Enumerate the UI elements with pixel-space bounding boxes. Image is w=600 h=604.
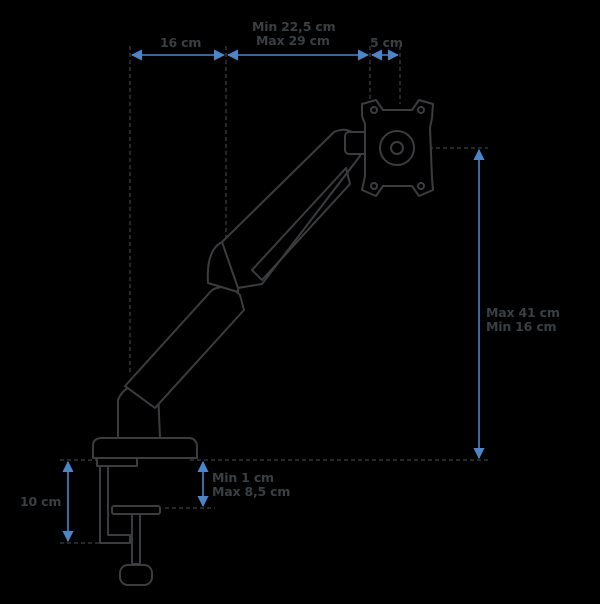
height-min-label: Min 16 cm — [486, 319, 557, 334]
desk-thickness-min-label: Min 1 cm — [212, 470, 274, 485]
lower-arm — [124, 285, 245, 409]
dimension-arrows — [62, 49, 485, 543]
reach-min-label: Min 22,5 cm — [252, 19, 336, 34]
height-max-label: Max 41 cm — [486, 305, 560, 320]
clamp-depth-label: 10 cm — [20, 494, 62, 509]
clamp-plate — [96, 457, 138, 467]
desk-thickness-max-label: Max 8,5 cm — [212, 484, 291, 499]
clamp-base — [92, 437, 198, 459]
clamp-screw — [131, 513, 141, 565]
monitor-arm — [92, 99, 434, 586]
vesa-hole-tl — [370, 106, 378, 114]
clamp-screw-plate — [111, 505, 161, 515]
vesa-hole-tr — [417, 106, 425, 114]
vesa-hole-br — [417, 182, 425, 190]
vesa-offset-label: 5 cm — [370, 35, 403, 50]
vesa-center-hole — [390, 141, 404, 155]
clamp-knob — [119, 564, 153, 586]
clamp-bracket — [99, 465, 131, 544]
width-16-label: 16 cm — [160, 35, 202, 50]
upper-arm-spring — [251, 167, 351, 281]
reach-max-label: Max 29 cm — [256, 33, 330, 48]
vesa-hole-bl — [370, 182, 378, 190]
upper-arm — [221, 128, 361, 289]
